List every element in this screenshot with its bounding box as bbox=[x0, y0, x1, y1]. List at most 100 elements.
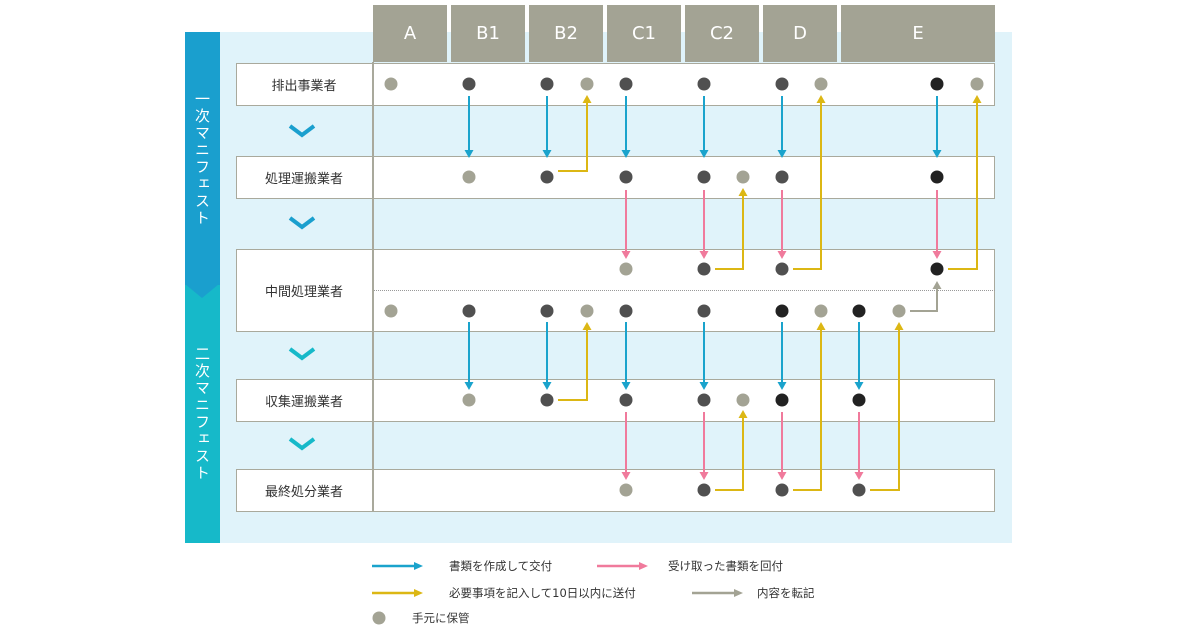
blue-arrow-icon bbox=[372, 562, 423, 570]
row-label: 処理運搬業者 bbox=[236, 156, 373, 199]
chevron-down-icon bbox=[288, 124, 316, 138]
document-dot bbox=[540, 304, 554, 318]
chevron-down-icon bbox=[288, 347, 316, 361]
document-dot bbox=[852, 393, 866, 407]
legend-yellow: 必要事項を記入して10日以内に送付 bbox=[370, 585, 636, 601]
row-collector bbox=[236, 379, 995, 422]
legend-blue: 書類を作成して交付 bbox=[370, 558, 552, 574]
blue-arrowhead-icon bbox=[464, 150, 474, 158]
primary-manifest-label: 一次マニフェスト bbox=[193, 90, 211, 227]
document-dot bbox=[775, 77, 789, 91]
yellow-arrowhead-icon bbox=[738, 410, 748, 418]
primary-manifest-bar: 一次マニフェスト bbox=[185, 32, 220, 285]
yellow-arrowhead-icon bbox=[816, 95, 826, 103]
blue-arrowhead-icon bbox=[621, 382, 631, 390]
document-dot bbox=[930, 262, 944, 276]
row-label: 最終処分業者 bbox=[236, 469, 373, 512]
stored-dot bbox=[736, 393, 750, 407]
document-dot bbox=[462, 304, 476, 318]
document-dot bbox=[697, 393, 711, 407]
document-dot bbox=[852, 483, 866, 497]
row-transporter bbox=[236, 156, 995, 199]
document-dot bbox=[540, 77, 554, 91]
document-dot bbox=[697, 77, 711, 91]
legend-gray-label: 内容を転記 bbox=[757, 586, 815, 600]
pink-arrowhead-icon bbox=[699, 251, 709, 259]
document-dot bbox=[619, 170, 633, 184]
document-dot bbox=[775, 170, 789, 184]
column-header-c2: C2 bbox=[685, 5, 759, 62]
row-label: 収集運搬業者 bbox=[236, 379, 373, 422]
blue-arrowhead-icon bbox=[542, 382, 552, 390]
blue-arrowhead-icon bbox=[542, 150, 552, 158]
stored-dot bbox=[384, 77, 398, 91]
legend-dot-label: 手元に保管 bbox=[412, 611, 470, 625]
stored-dot bbox=[814, 304, 828, 318]
gray-arrow bbox=[910, 287, 938, 312]
yellow-arrow bbox=[793, 101, 822, 270]
document-dot bbox=[619, 77, 633, 91]
document-dot bbox=[697, 170, 711, 184]
column-header-e: E bbox=[841, 5, 995, 62]
document-dot bbox=[852, 304, 866, 318]
row-label: 中間処理業者 bbox=[236, 249, 373, 332]
document-dot bbox=[775, 393, 789, 407]
document-dot bbox=[930, 170, 944, 184]
yellow-arrow bbox=[793, 328, 822, 491]
secondary-manifest-label: 二次マニフェスト bbox=[193, 346, 211, 482]
legend-dot: 手元に保管 bbox=[372, 610, 470, 626]
yellow-arrow bbox=[558, 328, 588, 401]
pink-arrowhead-icon bbox=[621, 472, 631, 480]
column-header-c1: C1 bbox=[607, 5, 681, 62]
stored-dot bbox=[736, 170, 750, 184]
gray-arrow-icon bbox=[692, 589, 743, 597]
document-dot bbox=[540, 393, 554, 407]
yellow-arrow bbox=[558, 101, 588, 172]
blue-arrowhead-icon bbox=[464, 382, 474, 390]
yellow-arrowhead-icon bbox=[894, 322, 904, 330]
legend-pink: 受け取った書類を回付 bbox=[595, 558, 783, 574]
column-header-b1: B1 bbox=[451, 5, 525, 62]
yellow-arrowhead-icon bbox=[972, 95, 982, 103]
pink-arrowhead-icon bbox=[854, 472, 864, 480]
chevron-down-icon bbox=[288, 216, 316, 230]
yellow-arrowhead-icon bbox=[738, 188, 748, 196]
document-dot bbox=[619, 304, 633, 318]
yellow-arrow bbox=[948, 101, 978, 270]
column-header-b2: B2 bbox=[529, 5, 603, 62]
legend-blue-label: 書類を作成して交付 bbox=[449, 559, 553, 573]
document-dot bbox=[775, 262, 789, 276]
yellow-arrowhead-icon bbox=[816, 322, 826, 330]
stored-dot bbox=[619, 262, 633, 276]
document-dot bbox=[930, 77, 944, 91]
blue-arrowhead-icon bbox=[932, 150, 942, 158]
legend-pink-label: 受け取った書類を回付 bbox=[668, 559, 783, 573]
blue-arrowhead-icon bbox=[621, 150, 631, 158]
secondary-manifest-bar: 二次マニフェスト bbox=[185, 285, 220, 543]
stored-dot-icon bbox=[372, 611, 386, 625]
pink-arrowhead-icon bbox=[777, 251, 787, 259]
bar-notch bbox=[185, 284, 219, 298]
pink-arrow-icon bbox=[597, 562, 648, 570]
stored-dot bbox=[892, 304, 906, 318]
yellow-arrow bbox=[715, 194, 744, 270]
row-final-disposal bbox=[236, 469, 995, 512]
document-dot bbox=[540, 170, 554, 184]
yellow-arrow bbox=[870, 328, 900, 491]
row-label: 排出事業者 bbox=[236, 63, 373, 106]
document-dot bbox=[462, 77, 476, 91]
blue-arrowhead-icon bbox=[777, 382, 787, 390]
blue-arrowhead-icon bbox=[777, 150, 787, 158]
document-dot bbox=[619, 393, 633, 407]
document-dot bbox=[697, 304, 711, 318]
column-header-a: A bbox=[373, 5, 447, 62]
stored-dot bbox=[384, 304, 398, 318]
legend-yellow-label: 必要事項を記入して10日以内に送付 bbox=[449, 586, 636, 600]
document-dot bbox=[775, 483, 789, 497]
document-dot bbox=[775, 304, 789, 318]
pink-arrowhead-icon bbox=[699, 472, 709, 480]
blue-arrowhead-icon bbox=[854, 382, 864, 390]
column-header-d: D bbox=[763, 5, 837, 62]
blue-arrowhead-icon bbox=[699, 382, 709, 390]
